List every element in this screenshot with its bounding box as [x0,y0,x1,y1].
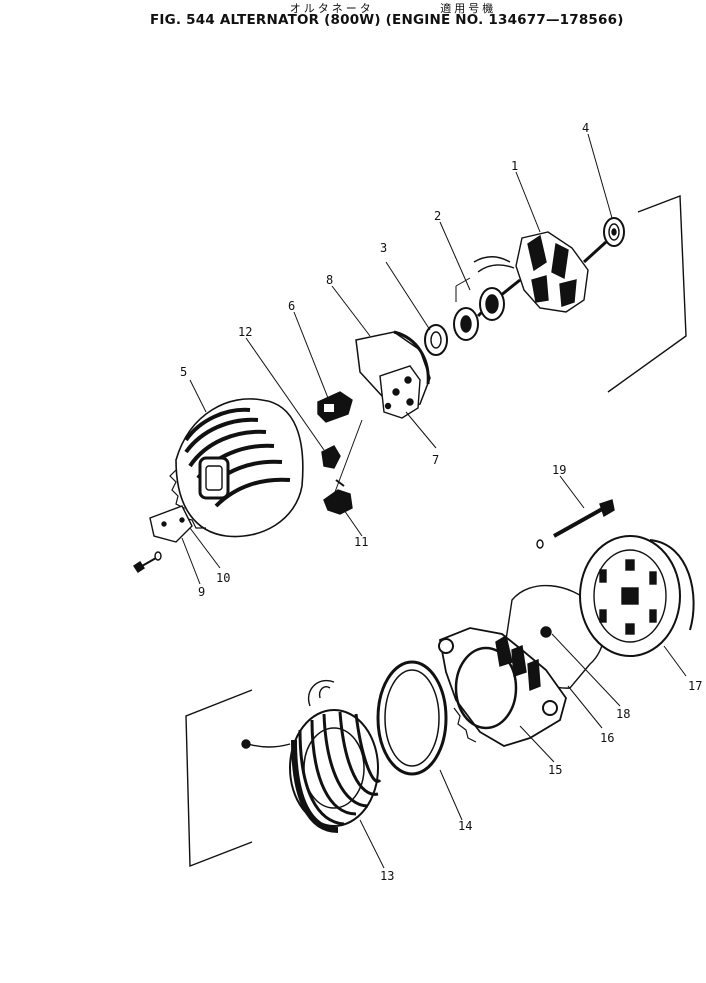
callout-8: 8 [326,273,333,287]
subtitle-part-name: オルタネータ [289,2,374,15]
callout-16: 16 [600,731,614,745]
cover-part-10 [149,505,193,543]
stator-part-13 [241,679,382,833]
callout-17: 17 [688,679,702,693]
callout-3: 3 [380,241,387,255]
callout-10: 10 [216,571,230,585]
holder-plate-part-7 [379,365,421,419]
callout-19: 19 [552,463,566,477]
bearing-part-4 [603,217,625,247]
figure-title: FIG. 544 ALTERNATOR (800W) (ENGINE NO. 1… [150,12,624,28]
callout-4: 4 [582,121,589,135]
callout-9: 9 [198,585,205,599]
subtitle-applicable-models: 適用号機 [440,2,497,15]
assembly-bracket-upper [607,195,687,393]
assembly-bracket-lower [185,689,253,868]
rotor-part-1 [473,231,608,313]
callout-7: 7 [432,453,439,467]
callout-12: 12 [238,325,252,339]
front-housing-part-15 [438,627,567,747]
brush-part-12 [321,445,341,469]
callout-1: 1 [511,159,518,173]
callout-6: 6 [288,299,295,313]
leader-lines [181,133,687,869]
callout-18: 18 [616,707,630,721]
slip-ring-part-2 [453,287,505,341]
japanese-subtitle: オルタネータ 適用号機 [40,0,706,16]
callout-2: 2 [434,209,441,223]
rear-housing-part-5 [169,398,304,538]
screw-part-9 [133,551,162,573]
callout-labels: 1 2 3 4 5 6 7 8 9 10 11 12 13 14 15 16 1… [180,121,702,883]
callout-5: 5 [180,365,187,379]
callout-11: 11 [354,535,368,549]
brush-holder-part-6 [317,391,353,423]
callout-13: 13 [380,869,394,883]
brush-part-11 [323,479,353,515]
bearing-part-3 [424,324,448,356]
callout-14: 14 [458,819,472,833]
callout-15: 15 [548,763,562,777]
ring-part-14 [376,660,448,776]
pulley-part-17 [579,535,695,657]
through-bolt-part-19 [536,499,615,549]
